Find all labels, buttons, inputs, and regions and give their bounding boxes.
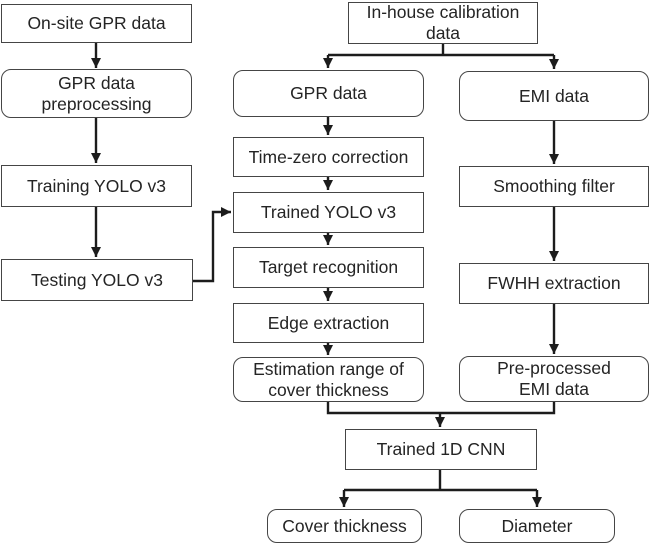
edge-merge-connector <box>326 402 556 415</box>
node-label: EMI data <box>518 85 590 106</box>
node-target-recognition: Target recognition <box>233 247 424 288</box>
node-emi-data: EMI data <box>459 71 649 121</box>
node-label: Testing YOLO v3 <box>31 269 163 290</box>
node-label: Training YOLO v3 <box>26 175 167 196</box>
node-testing-yolo-v3: Testing YOLO v3 <box>1 259 193 301</box>
node-estimation-range-cover-thickness: Estimation range of cover thickness <box>233 357 424 402</box>
node-label: FWHH extraction <box>487 273 621 294</box>
node-gpr-data-preprocessing: GPR data preprocessing <box>1 69 192 118</box>
node-gpr-data: GPR data <box>233 70 424 117</box>
node-label: Edge extraction <box>267 312 390 333</box>
node-label: Diameter <box>501 515 573 536</box>
node-label: Target recognition <box>258 257 399 278</box>
node-label: Cover thickness <box>282 515 407 536</box>
edge-testing-to-trained-yolo <box>193 206 231 283</box>
node-smoothing-filter: Smoothing filter <box>459 166 649 207</box>
edge-calibration-split <box>328 44 554 57</box>
node-label: On-site GPR data <box>27 13 166 34</box>
node-trained-yolo-v3: Trained YOLO v3 <box>233 192 424 233</box>
node-training-yolo-v3: Training YOLO v3 <box>1 165 192 207</box>
node-diameter: Diameter <box>459 509 615 543</box>
node-label: Trained 1D CNN <box>376 439 506 460</box>
node-trained-1d-cnn: Trained 1D CNN <box>345 429 537 470</box>
node-label: Pre-processed EMI data <box>497 358 611 399</box>
edge-cnn-split <box>344 470 537 492</box>
node-preprocessed-emi-data: Pre-processed EMI data <box>459 356 649 402</box>
node-label: Trained YOLO v3 <box>260 202 397 223</box>
node-onsite-gpr-data: On-site GPR data <box>1 4 192 43</box>
node-label: GPR data preprocessing <box>41 72 152 114</box>
node-label: Estimation range of cover thickness <box>253 358 404 400</box>
node-cover-thickness: Cover thickness <box>267 509 422 543</box>
node-time-zero-correction: Time-zero correction <box>233 137 424 177</box>
node-label: Smoothing filter <box>493 176 615 197</box>
node-label: In-house calibration data <box>366 2 520 43</box>
node-label: GPR data <box>290 83 367 104</box>
node-label: Time-zero correction <box>248 146 409 167</box>
node-edge-extraction: Edge extraction <box>233 303 424 343</box>
node-fwhh-extraction: FWHH extraction <box>459 263 649 304</box>
node-inhouse-calibration-data: In-house calibration data <box>348 2 538 44</box>
